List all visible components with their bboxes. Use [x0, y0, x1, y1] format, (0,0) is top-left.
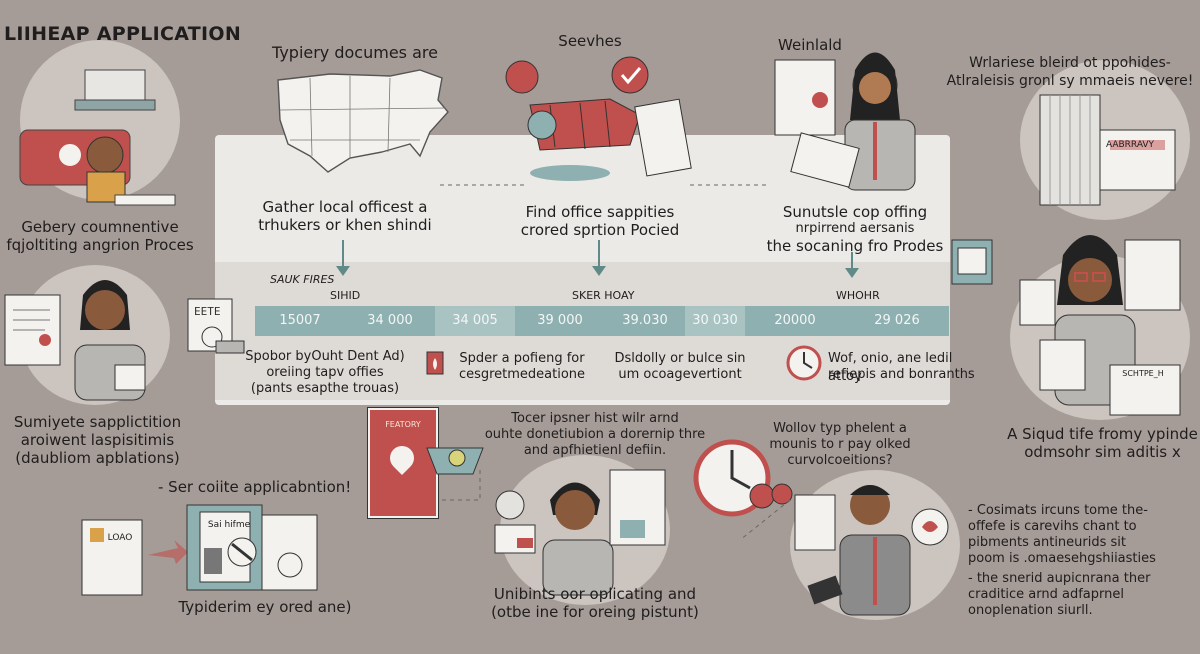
step3-subtitle: nrpirrend aersanis — [795, 221, 915, 236]
timeline-label-left: SIHID — [330, 289, 361, 302]
arrow-step3 — [851, 252, 853, 270]
left-bullet-title: - Ser coiite applicabntion! — [158, 478, 352, 496]
arrow-step2-head — [592, 266, 606, 276]
timeline-value-8: 29 026 — [874, 313, 920, 328]
mid-text-l2: ouhte donetiubion a dorernip thre — [484, 427, 706, 442]
timeline-value-1: 15007 — [279, 313, 321, 328]
left-caption-2-l1: Sumiyete sapplictition — [13, 413, 182, 431]
right-bullet1-l3: pibments antineurids sit — [968, 535, 1127, 550]
note3-l2: um ocoagevertiont — [618, 367, 742, 382]
page-title: LIIHEAP APPLICATION — [4, 23, 242, 45]
col3-heading: Weinlald — [778, 36, 842, 54]
note4-l2: refiepis and bonranths — [828, 367, 975, 382]
col1-heading: Typiery documes are — [272, 43, 438, 62]
arrow-step2 — [598, 240, 600, 268]
droplet-icon — [385, 441, 419, 475]
note2-l1: Spder a pofieng for — [459, 351, 585, 366]
right-bullet1-l2: offefe is carevihs chant to — [968, 519, 1137, 534]
flame-bag-icon — [426, 351, 444, 375]
timeline-value-6: 30 030 — [685, 306, 745, 336]
step1-title: Gather local officest a — [262, 198, 428, 216]
mid-text-l1: Tocer ipsner hist wilr arnd — [511, 411, 679, 426]
note3-l1: Dsldolly or bulce sin — [614, 351, 746, 366]
timeline-label-right: WHOHR — [836, 289, 880, 302]
right-top-text-1: Wrlariese bleird ot ppohides- — [969, 55, 1171, 71]
clock-text-l1: Wollov typ phelent a — [773, 421, 907, 436]
note1-l2: oreiing tapv offies — [266, 365, 384, 380]
right-bullet2-l1: - the snerid aupicnrana ther — [968, 571, 1151, 586]
living-room-illustration — [19, 69, 176, 206]
arrow-step1-head — [336, 266, 350, 276]
timeline-value-5: 39.030 — [622, 313, 668, 328]
form-label: LOAO — [107, 533, 133, 543]
timeline-label-left-top: SAUK FIRES — [270, 273, 335, 286]
col2-heading: Seevhes — [558, 32, 622, 50]
step3-detail: the socaning fro Prodes — [766, 237, 944, 255]
application-forms-illustration — [81, 504, 318, 596]
form-title: Sai hifme — [207, 520, 251, 530]
right-bullet1-l1: - Cosimats ircuns tome the- — [968, 503, 1148, 518]
mid-caption-l1: Unibints oor oplicating and — [493, 585, 697, 603]
right-doc-label: AABRRAVY — [1105, 140, 1155, 150]
note1-l1: Spobor byOuht Dent Ad) — [245, 349, 405, 364]
woman-with-form-illustration — [4, 280, 146, 401]
step2-title: Find office sappities — [525, 203, 675, 221]
timeline-label-mid: SKER HOAY — [572, 289, 635, 302]
right-bullet2-l3: onoplenation siurll. — [968, 603, 1093, 618]
clock-text-l3: curvolcoeitions? — [787, 453, 893, 468]
man-on-phone-illustration — [794, 485, 949, 616]
svg-text:EETE: EETE — [194, 305, 221, 318]
timeline-value-7: 20000 — [774, 313, 816, 328]
clock-text-l2: mounis to r pay olked — [769, 437, 911, 452]
left-caption-1-l2: fqjoltiting angrion Proces — [6, 236, 194, 254]
alarm-clock-icon — [693, 439, 793, 517]
woman-with-glasses-illustration — [1019, 235, 1181, 416]
woman-with-document-illustration — [774, 52, 916, 191]
note4-l1: Wof, onio, ane ledil attoy — [828, 351, 953, 384]
right-bullet2-l2: craditice arnd adfaprnel — [968, 587, 1124, 602]
step2-subtitle: crored sprtion Pocied — [520, 221, 680, 239]
timeline-value-3: 34 005 — [435, 306, 515, 336]
timeline-value-4: 39 000 — [537, 313, 583, 328]
right-doc2-label: SCHTPE_H — [1122, 369, 1164, 378]
calculator-icon: EETE — [187, 298, 245, 354]
arrow-step1 — [342, 240, 344, 268]
left-caption-1-l1: Gebery coumnentive — [21, 218, 179, 236]
right-top-text-2: Atlraleisis gronl sy mmaeis nevere! — [946, 73, 1194, 89]
timeline-bar: 15007 34 000 34 005 39 000 39.030 30 030… — [255, 306, 949, 336]
bowl-icon — [426, 447, 484, 475]
mid-caption-l2: (otbe ine for oreing pistunt) — [491, 603, 699, 621]
timeline-value-2: 34 000 — [367, 313, 413, 328]
clock-icon — [786, 345, 822, 381]
right-bullet1-l4: poom is .omaesehgshiiasties — [968, 551, 1156, 566]
right-caption-l1: A Siqud tife fromy ypinde — [1007, 425, 1198, 443]
left-caption-2-l2: aroiwent laspisitimis — [20, 431, 175, 449]
note1-l3: (pants esapthe trouas) — [250, 381, 400, 396]
man-with-clipboard-illustration — [494, 469, 666, 596]
printer-icon — [951, 239, 993, 285]
left-bottom-caption: Typiderim ey ored ane) — [178, 598, 352, 616]
building-documents-illustration — [1039, 94, 1176, 206]
us-map-icon — [277, 69, 449, 173]
right-caption-l2: odmsohr sim aditis x — [1024, 443, 1181, 461]
office-supplies-illustration — [505, 56, 692, 181]
step3-title: Sunutsle cop offing — [782, 203, 928, 221]
mid-text-l3: and apfhietienl defiin. — [523, 443, 667, 458]
left-caption-2-l3: (daubliom apblations) — [15, 449, 180, 467]
note2-l2: cesgretmedeatione — [458, 367, 586, 382]
step1-subtitle: trhukers or khen shindi — [258, 216, 432, 234]
red-card-label: FEATORY — [385, 420, 421, 429]
arrow-step3-head — [845, 268, 859, 278]
